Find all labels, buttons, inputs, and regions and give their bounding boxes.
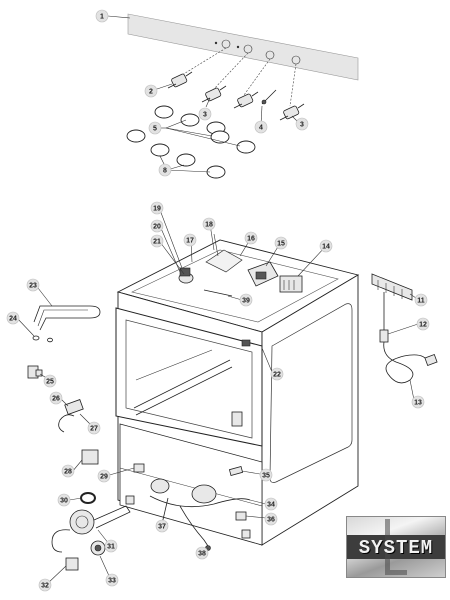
callout-28: 28	[61, 464, 75, 478]
bracket	[81, 449, 99, 465]
callout-39: 39	[239, 293, 253, 307]
callout-label: 37	[158, 524, 166, 531]
callout-11: 11	[414, 293, 428, 307]
elbow-fitting	[27, 365, 43, 379]
indicator-lamp	[261, 89, 277, 105]
callout-label: 39	[242, 298, 250, 305]
callout-23: 23	[26, 278, 40, 292]
callout-label: 30	[60, 498, 68, 505]
callout-label: 14	[322, 244, 330, 251]
o-ring-small	[32, 335, 53, 343]
switch-right-center	[233, 91, 259, 109]
switch-assembly	[167, 71, 305, 121]
knob-set	[126, 105, 256, 179]
callout-label: 16	[247, 236, 255, 243]
callout-8: 8	[158, 163, 172, 177]
callout-label: 29	[100, 474, 108, 481]
callout-12: 12	[416, 317, 430, 331]
callout-31: 31	[104, 539, 118, 553]
callout-16: 16	[244, 231, 258, 245]
callout-36: 36	[264, 512, 278, 526]
callout-label: 3	[300, 122, 304, 129]
callout-22: 22	[270, 367, 284, 381]
callout-label: 20	[153, 224, 161, 231]
callout-label: 3	[203, 112, 207, 119]
callout-14: 14	[319, 239, 333, 253]
logo-band	[347, 535, 445, 559]
callout-26: 26	[49, 391, 63, 405]
power-cord	[379, 292, 438, 384]
callout-19: 19	[150, 201, 164, 215]
callout-25: 25	[43, 374, 57, 388]
callout-label: 15	[277, 241, 285, 248]
switch-middle	[201, 85, 227, 103]
callout-29: 29	[97, 469, 111, 483]
terminal-block	[371, 273, 413, 301]
callout-label: 26	[52, 396, 60, 403]
small-part-29	[133, 463, 145, 473]
callout-label: 35	[262, 473, 270, 480]
callout-label: 36	[267, 517, 275, 524]
callout-32: 32	[38, 578, 52, 592]
callout-3b: 3	[295, 117, 309, 131]
callout-21: 21	[150, 234, 164, 248]
callout-label: 33	[108, 578, 116, 585]
callout-label: 19	[153, 206, 161, 213]
switch-left	[167, 71, 193, 89]
callout-label: 18	[205, 222, 213, 229]
drain-pump	[51, 492, 131, 571]
callout-label: 1	[100, 14, 104, 21]
callout-label: 22	[273, 372, 281, 379]
callout-1: 1	[95, 9, 109, 23]
callout-20: 20	[150, 219, 164, 233]
callout-label: 12	[419, 322, 427, 329]
callout-2: 2	[144, 84, 158, 98]
callout-label: 32	[41, 583, 49, 590]
callout-15: 15	[274, 236, 288, 250]
callout-label: 11	[417, 298, 425, 305]
logo-text: SYSTEM	[358, 537, 434, 559]
logo-mark	[385, 519, 407, 575]
callout-30: 30	[57, 493, 71, 507]
callout-label: 24	[9, 316, 17, 323]
callout-label: 28	[64, 469, 72, 476]
callout-27: 27	[87, 421, 101, 435]
control-panel	[127, 13, 359, 81]
callout-34: 34	[264, 497, 278, 511]
callout-label: 4	[259, 125, 263, 132]
callout-3a: 3	[198, 107, 212, 121]
callout-33: 33	[105, 573, 119, 587]
callout-label: 23	[29, 283, 37, 290]
callout-35: 35	[259, 468, 273, 482]
callout-label: 38	[198, 551, 206, 558]
callout-4: 4	[254, 120, 268, 134]
callout-24: 24	[6, 311, 20, 325]
callout-label: 27	[90, 426, 98, 433]
callout-label: 2	[149, 89, 153, 96]
callout-38: 38	[195, 546, 209, 560]
callout-label: 25	[46, 379, 54, 386]
callout-label: 34	[267, 502, 275, 509]
callout-18: 18	[202, 217, 216, 231]
callout-13: 13	[411, 395, 425, 409]
cabinet-body	[115, 239, 360, 546]
switch-right	[279, 103, 305, 121]
callout-label: 21	[153, 239, 161, 246]
callout-5: 5	[148, 121, 162, 135]
brand-logo: SYSTEM	[346, 516, 446, 578]
callout-label: 8	[163, 168, 167, 175]
callout-37: 37	[155, 519, 169, 533]
heating-element	[33, 305, 101, 331]
callout-label: 5	[153, 126, 157, 133]
top-components	[178, 233, 303, 297]
callout-17: 17	[183, 233, 197, 247]
callout-label: 17	[186, 238, 194, 245]
callout-label: 13	[414, 400, 422, 407]
switch-leader-lines	[181, 47, 297, 107]
callout-label: 31	[107, 544, 115, 551]
thermostat	[58, 399, 84, 433]
